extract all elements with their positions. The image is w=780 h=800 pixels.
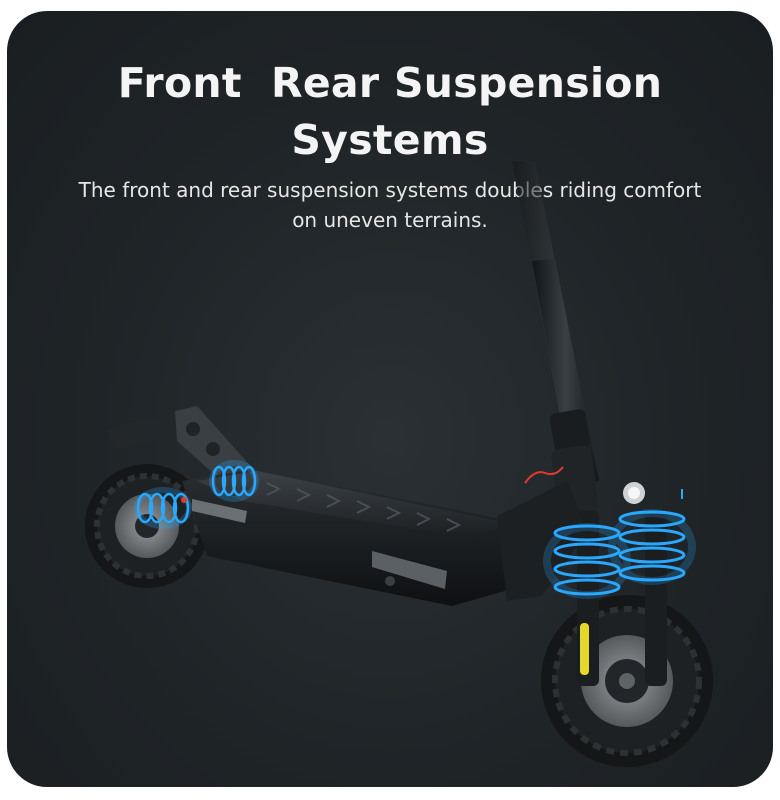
front-wheel bbox=[541, 595, 713, 767]
feature-description: The front and rear suspension systems do… bbox=[78, 178, 702, 232]
electric-scooter-image bbox=[85, 161, 713, 767]
deck bbox=[182, 466, 587, 606]
title-line-2: Systems bbox=[291, 116, 489, 164]
title-line-1: Front Rear Suspension bbox=[117, 59, 663, 107]
rear-suspension-glow-rings bbox=[134, 460, 259, 529]
front-suspension-glow-rings bbox=[543, 489, 696, 599]
steering-stem bbox=[512, 161, 599, 519]
front-fork bbox=[577, 482, 667, 686]
